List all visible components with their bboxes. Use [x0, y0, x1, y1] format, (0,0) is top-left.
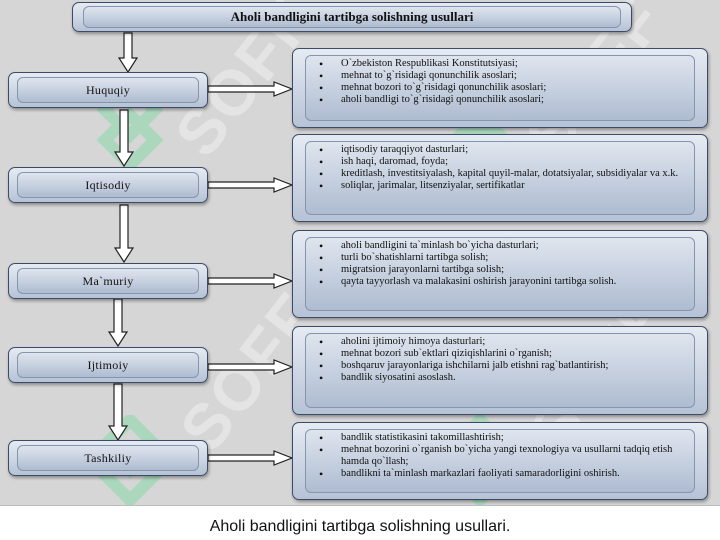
- list-item: soliqlar, jarimalar, litsenziyalar, sert…: [319, 180, 689, 192]
- list-item: O`zbekiston Respublikasi Konstitutsiyasi…: [319, 58, 689, 70]
- category-box-iqtisodiy: Iqtisodiy: [8, 167, 208, 203]
- list-item: mehnat to`g`risidagi qonunchilik asoslar…: [319, 70, 689, 82]
- diagram-title-box: Aholi bandligini tartibga solishning usu…: [72, 2, 632, 32]
- figure-caption: Aholi bandligini tartibga solishning usu…: [209, 518, 511, 535]
- list-item: mehnat bozori sub`ektlari qiziqishlarini…: [319, 348, 689, 360]
- list-item: kreditlash, investitsiyalash, kapital qu…: [319, 168, 689, 180]
- category-box-tashkiliy: Tashkiliy: [8, 440, 208, 476]
- list-item: iqtisodiy taraqqiyot dasturlari;: [319, 144, 689, 156]
- list-item: ish haqi, daromad, foyda;: [319, 156, 689, 168]
- methods-list-huquqiy: O`zbekiston Respublikasi Konstitutsiyasi…: [292, 48, 708, 128]
- connector-arrows: [107, 32, 294, 466]
- methods-list-ijtimoiy: aholini ijtimoiy himoya dasturlari; mehn…: [292, 326, 708, 415]
- down-arrow-icon: [107, 383, 129, 442]
- list-item: mehnat bozori to`g`risidagi qonunchilik …: [319, 82, 689, 94]
- down-arrow-icon: [107, 298, 129, 348]
- category-label: Iqtisodiy: [85, 178, 131, 192]
- diagram-canvas: SOFF SOFF SOFF SOFF Aholi band: [0, 0, 720, 506]
- list-item: aholini ijtimoiy himoya dasturlari;: [319, 336, 689, 348]
- right-arrow-icon: [207, 177, 294, 193]
- right-arrow-icon: [207, 273, 294, 289]
- list-item: migratsion jarayonlarni tartibga solish;: [319, 264, 689, 276]
- category-label: Tashkiliy: [84, 451, 132, 465]
- category-label: Ijtimoiy: [87, 358, 129, 372]
- list-item: bandlikni ta`minlash markazlari faoliyat…: [319, 468, 689, 480]
- down-arrow-icon: [117, 32, 139, 74]
- down-arrow-icon: [113, 204, 135, 264]
- category-box-ijtimoiy: Ijtimoiy: [8, 347, 208, 383]
- right-arrow-icon: [207, 359, 294, 375]
- list-item: turli bo`shatishlarni tartibga solish;: [319, 252, 689, 264]
- right-arrow-icon: [207, 450, 294, 466]
- list-item: bandlik statistikasini takomillashtirish…: [319, 432, 689, 444]
- list-item: aholi bandligini ta`minlash bo`yicha das…: [319, 240, 689, 252]
- methods-list-tashkiliy: bandlik statistikasini takomillashtirish…: [292, 422, 708, 500]
- category-box-huquqiy: Huquqiy: [8, 72, 208, 108]
- category-box-mamuriy: Ma`muriy: [8, 263, 208, 299]
- list-item: boshqaruv jarayonlariga ishchilarni jalb…: [319, 360, 689, 372]
- right-arrow-icon: [207, 81, 294, 97]
- category-label: Ma`muriy: [82, 274, 134, 288]
- category-label: Huquqiy: [85, 83, 131, 97]
- diagram-title: Aholi bandligini tartibga solishning usu…: [230, 9, 474, 24]
- list-item: qayta tayyorlash va malakasini oshirish …: [319, 276, 689, 288]
- list-item: aholi bandligi to`g`risidagi qonunchilik…: [319, 94, 689, 106]
- list-item: bandlik siyosatini asoslash.: [319, 372, 689, 384]
- list-item: mehnat bozorini o`rganish bo`yicha yangi…: [319, 444, 689, 468]
- methods-list-iqtisodiy: iqtisodiy taraqqiyot dasturlari; ish haq…: [292, 134, 708, 222]
- down-arrow-icon: [113, 109, 135, 168]
- methods-list-mamuriy: aholi bandligini ta`minlash bo`yicha das…: [292, 230, 708, 318]
